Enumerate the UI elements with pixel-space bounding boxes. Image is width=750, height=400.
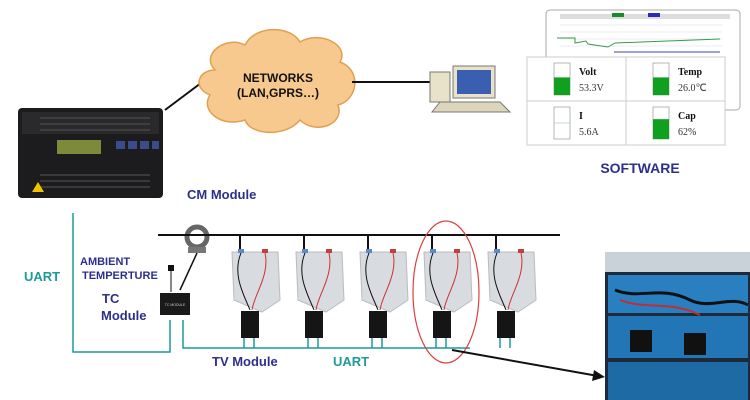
warning-icon <box>32 182 44 192</box>
tv-module-device <box>241 311 259 338</box>
tc-module-label: Module <box>101 308 147 323</box>
uart-cable-tv <box>182 320 470 349</box>
gauge-value: 62% <box>678 127 696 138</box>
gauge-bar-fill <box>554 77 570 95</box>
tv-module-device <box>433 311 451 338</box>
gauge-bar-fill <box>653 77 669 95</box>
current-sensor-clamp <box>184 224 210 253</box>
temperature-label: TEMPERTURE <box>82 270 158 282</box>
software-label: SOFTWARE <box>600 160 679 176</box>
gauge-name: I <box>579 111 583 122</box>
tv-module-device <box>369 311 387 338</box>
tc-label: TC <box>102 291 120 306</box>
cloud-title: NETWORKS <box>243 71 313 85</box>
tv-module-device <box>497 311 515 338</box>
gauge-name: Temp <box>678 67 703 78</box>
battery-cell <box>359 235 409 348</box>
cm-module-device <box>18 108 163 198</box>
ambient-label: AMBIENT <box>80 256 130 268</box>
uart-label-left: UART <box>24 269 60 284</box>
tc-module-device: TC MODULE <box>160 293 190 315</box>
battery-cell <box>423 235 473 348</box>
zoom-arrow <box>451 349 599 377</box>
gauge-temp: Temp 26.0℃ <box>652 62 707 96</box>
cloud-subtitle: (LAN,GPRS…) <box>237 86 319 100</box>
battery-cell <box>295 235 345 348</box>
highlight-ellipse <box>412 220 480 364</box>
gauge-i: I 5.6A <box>553 106 600 140</box>
temperature-sensor <box>168 265 174 271</box>
gauge-value: 26.0℃ <box>678 83 707 94</box>
uart-cable-cm <box>72 213 171 353</box>
gauge-value: 5.6A <box>579 127 600 138</box>
tv-module-device <box>305 311 323 338</box>
installation-photo <box>605 252 750 400</box>
lcd-display <box>57 140 101 154</box>
svg-text:TC MODULE: TC MODULE <box>165 303 186 307</box>
gauge-name: Cap <box>678 111 696 122</box>
gauge-name: Volt <box>579 67 597 78</box>
battery-cell <box>231 235 281 348</box>
tv-module-label: TV Module <box>212 354 278 369</box>
computer-icon <box>429 65 512 113</box>
gauge-bar-fill <box>653 119 669 139</box>
uart-label-bottom: UART <box>333 354 369 369</box>
software-screenshot: Volt 53.3V Temp 26.0℃ I 5.6A Cap 62% <box>526 9 741 146</box>
network-cloud: NETWORKS (LAN,GPRS…) <box>198 28 356 134</box>
gauge-value: 53.3V <box>579 83 605 94</box>
gauge-cap: Cap 62% <box>652 106 696 140</box>
gauge-volt: Volt 53.3V <box>553 62 605 96</box>
battery-cell <box>487 235 537 348</box>
cm-module-label: CM Module <box>187 187 256 202</box>
